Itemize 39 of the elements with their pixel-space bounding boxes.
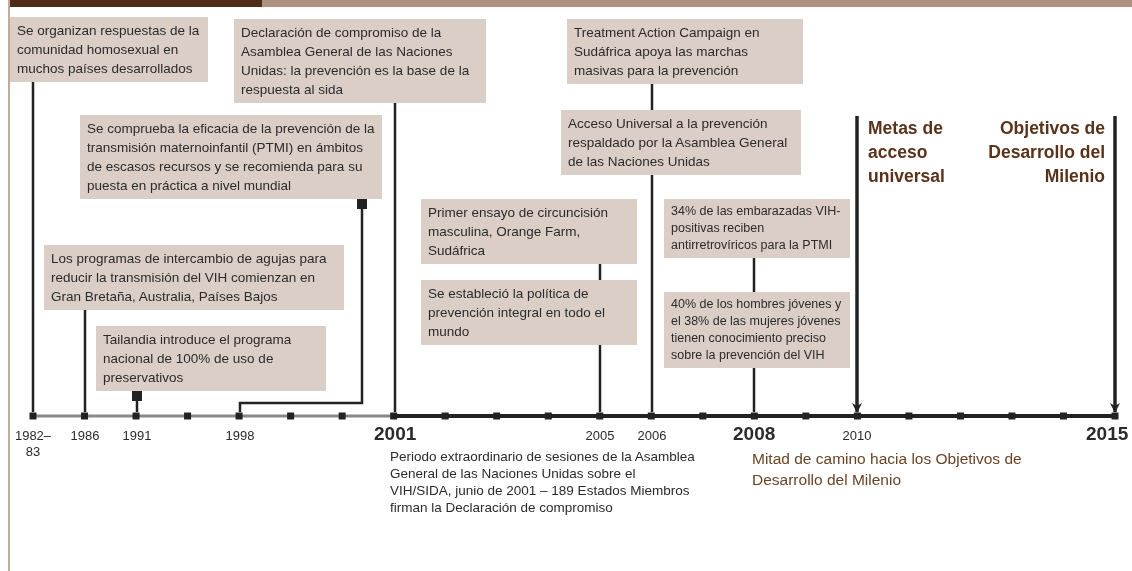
year-label: 1986 (70, 428, 100, 444)
connector-line (598, 345, 602, 412)
year-label: 2001 (374, 423, 417, 445)
note-text: Periodo extraordinario de sesiones de la Asamblea General de las Naciones Unidas sobre el VIH/SIDA, junio de 2001 – 189 Estados Miembros firman la Declaración de compromiso (390, 448, 695, 516)
event-box: Treatment Action Campaign en Sudáfrica apoya las marchas masivas para la prevención (567, 19, 803, 84)
year-label: 2006 (637, 428, 667, 444)
year-label: 1982– 83 (13, 428, 53, 460)
note-text: Mitad de camino hacia los Objetivos de Desarrollo del Milenio (752, 449, 1023, 490)
year-label: 2008 (733, 423, 776, 445)
event-box: Acceso Universal a la prevención respaldado por la Asamblea General de las Naciones Unidas (561, 110, 801, 175)
connector-line (650, 84, 654, 110)
connector-line (650, 175, 654, 412)
connector-line (83, 310, 87, 412)
event-box: 40% de los hombres jóvenes y el 38% de las mujeres jóvenes tienen conocimiento preciso sobre la prevención del VIH (664, 292, 850, 368)
goal-heading: Metas de acceso universal (857, 116, 957, 188)
connector-line (393, 103, 397, 412)
year-label: 1998 (225, 428, 255, 444)
arrow (1110, 116, 1120, 413)
event-box: 34% de las embarazadas VIH-positivas reciben antirretrovíricos para la PTMI (664, 199, 850, 258)
connector-line (238, 199, 367, 412)
year-label: 2005 (585, 428, 615, 444)
event-box: Se comprueba la eficacia de la prevención de la transmisión maternoinfantil (PTMI) en ámbitos de escasos recursos y se recomienda para su puesta en práctica a nivel mundial (80, 115, 382, 199)
event-box: Declaración de compromiso de la Asamblea General de las Naciones Unidas: la prevención es la base de la respuesta al sida (234, 19, 486, 103)
event-box: Se organizan respuestas de la comunidad homosexual en muchos países desarrollados (10, 17, 208, 82)
event-box: Se estableció la política de prevención integral en todo el mundo (421, 280, 637, 345)
year-label: 2010 (842, 428, 872, 444)
arrow (852, 116, 862, 413)
event-box: Los programas de intercambio de agujas para reducir la transmisión del VIH comienzan en Gran Bretaña, Australia, Países Bajos (44, 245, 344, 310)
year-label: 1991 (122, 428, 152, 444)
year-label: 2015 (1086, 423, 1129, 445)
connector-line (31, 82, 35, 412)
connector-line (132, 391, 142, 412)
goal-heading: Objetivos de Desarrollo del Milenio (975, 116, 1115, 188)
connector-line (752, 368, 756, 412)
event-box: Primer ensayo de circuncisión masculina, Orange Farm, Sudáfrica (421, 199, 637, 264)
timeline-axis (29, 412, 1119, 420)
connector-line (598, 264, 602, 280)
connector-line (752, 258, 756, 292)
event-box: Tailandia introduce el programa nacional de 100% de uso de preservativos (96, 326, 326, 391)
